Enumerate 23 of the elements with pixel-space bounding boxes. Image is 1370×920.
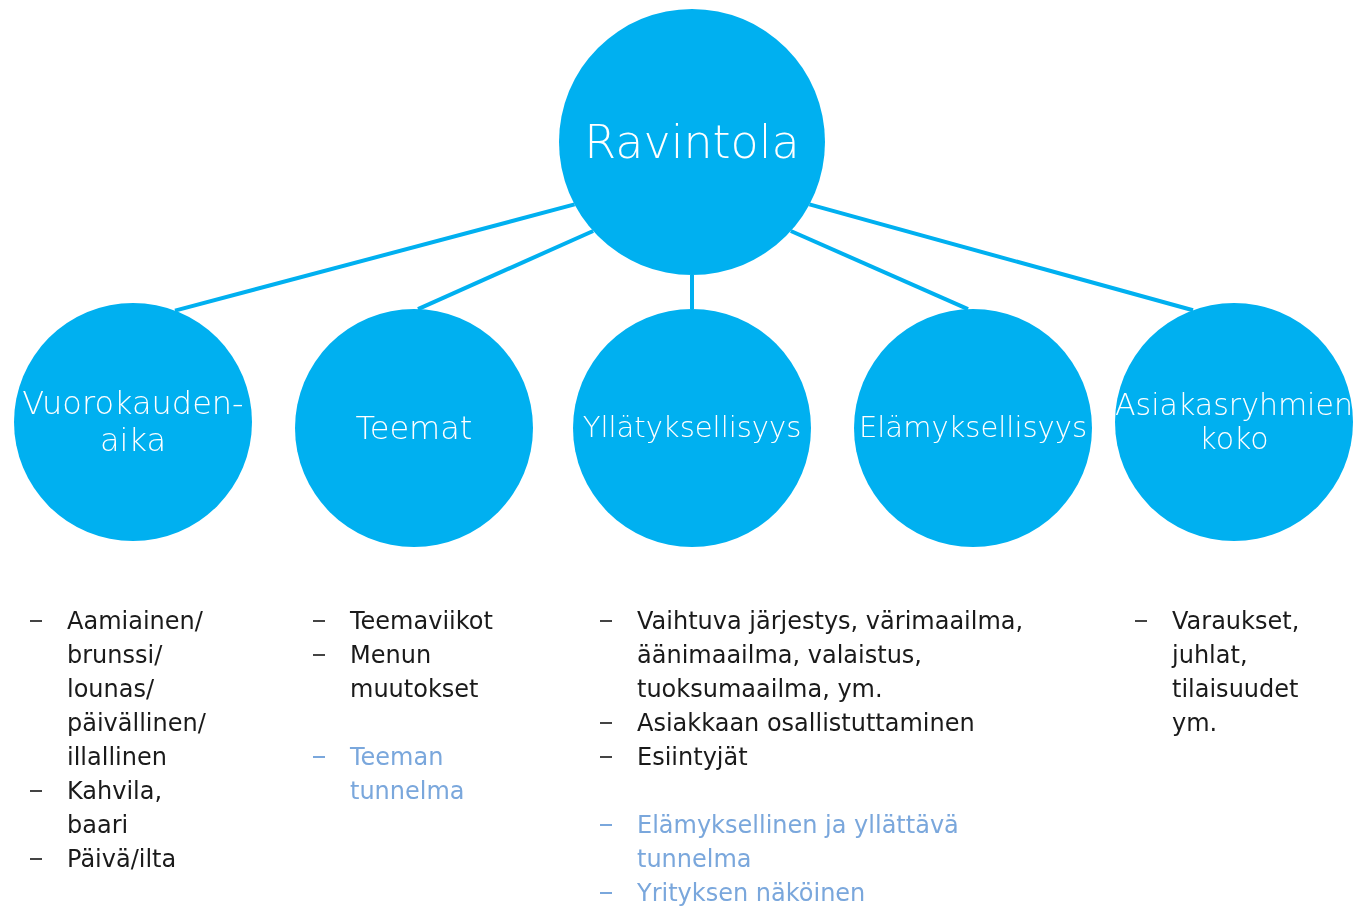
- topic-label: Elämyksellisyys: [859, 411, 1087, 445]
- list-item: Päivä/ilta: [67, 844, 177, 875]
- list-item: Teemaviikot: [350, 606, 493, 637]
- list-item: Elämyksellinen ja yllättävä tunnelma: [637, 810, 960, 875]
- connector-line: [174, 202, 576, 313]
- list-item: Asiakkaan osallistuttaminen: [637, 708, 975, 739]
- list-item: Yrityksen näköinen: [637, 878, 866, 909]
- list-item: Vaihtuva järjestys, värimaailma, äänimaailma, valaistus, tuoksumaailma, ym.: [637, 606, 1025, 705]
- topic-label: Ravintola: [584, 115, 800, 169]
- topic-label: Asiakasryhmien koko: [1115, 387, 1353, 457]
- connector-line: [808, 202, 1194, 313]
- topic-label: Teemat: [355, 409, 473, 447]
- connector-line: [690, 275, 694, 309]
- topic-label: Yllätyksellisyys: [582, 411, 802, 445]
- topic-label: Vuorokauden- aika: [21, 385, 245, 459]
- connector-line: [417, 229, 594, 311]
- connector-line: [790, 229, 969, 311]
- list-item: Esiintyjät: [637, 742, 748, 773]
- list-item: Menun muutokset: [350, 640, 480, 705]
- list-item: Aamiainen/ brunssi/ lounas/ päivällinen/ illallinen: [67, 606, 207, 773]
- list-item: Varaukset, juhlat, tilaisuudet ym.: [1172, 606, 1301, 739]
- list-item: Kahvila, baari: [67, 776, 164, 841]
- list-item: Teeman tunnelma: [350, 742, 466, 807]
